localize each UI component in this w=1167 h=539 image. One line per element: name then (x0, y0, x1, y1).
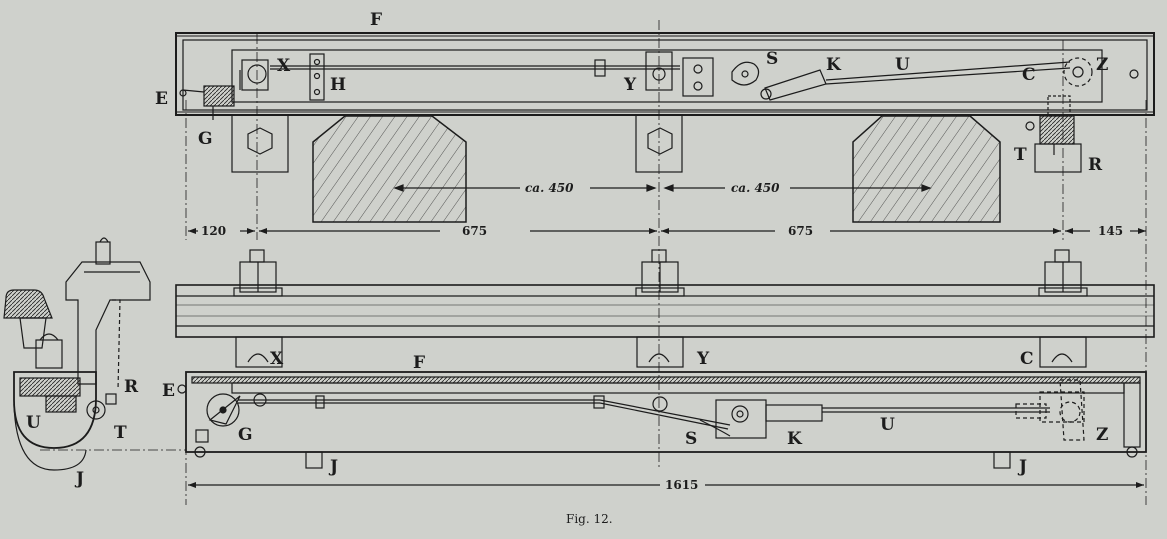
section-clip (35, 339, 63, 369)
dim-row (188, 228, 1146, 234)
plan-pivot-x-block (241, 59, 269, 91)
foot-j-right (993, 451, 1011, 469)
label-g-top: G (198, 129, 213, 149)
label-h-top: H (330, 75, 346, 95)
plan-lug-right (1034, 143, 1082, 173)
label-u-top: U (895, 55, 910, 75)
clamp-c (1039, 336, 1087, 368)
label-z-side: Z (1096, 425, 1108, 445)
screw-e (177, 384, 187, 394)
section-rail-head (3, 289, 53, 319)
dim-675-right: 675 (788, 224, 813, 238)
label-s-top: S (766, 49, 778, 69)
plan-terminal-h (309, 53, 325, 101)
label-s-side: S (685, 429, 697, 449)
spring-s (731, 405, 749, 423)
label-c-side: C (1020, 349, 1034, 369)
label-x-top: X (277, 56, 291, 76)
plan-box-inner (182, 39, 1148, 111)
label-k-top: K (826, 55, 842, 75)
label-j-section: J (74, 469, 84, 489)
label-k-side: K (787, 429, 803, 449)
label-e-top: E (155, 89, 168, 109)
clamp-y (636, 336, 684, 368)
label-c-top: C (1022, 65, 1036, 85)
plan-end-bolt (1129, 69, 1139, 79)
contact-box (185, 371, 1147, 453)
section-pin-t (86, 400, 106, 420)
label-f-top: F (370, 10, 382, 30)
plan-lug-left (231, 114, 289, 173)
dim-1615: 1615 (665, 478, 698, 492)
label-r-top: R (1088, 155, 1103, 175)
plan-crank-z (1063, 57, 1093, 87)
cross-section (3, 237, 151, 471)
labels-layer: F X H E G Y S K U C Z T R 120 675 675 14… (26, 10, 1123, 526)
section-chair (65, 261, 151, 385)
label-g-side: G (238, 425, 253, 445)
label-j-side-right: J (1017, 457, 1027, 477)
label-u-side: U (880, 415, 895, 435)
cylinder-k (765, 404, 823, 422)
plan-lever-block (682, 57, 714, 97)
label-y-side: Y (696, 349, 710, 369)
box-lid (191, 376, 1141, 384)
label-u-section: U (26, 413, 41, 433)
elevation-view (175, 249, 1155, 488)
plan-view (175, 32, 1155, 223)
label-r-section: R (124, 377, 139, 397)
label-t-top: T (1014, 145, 1027, 165)
dim-ca-450-right: ca. 450 (731, 181, 780, 195)
label-j-side-left: J (328, 457, 338, 477)
section-box-u (13, 371, 97, 449)
label-y-top: Y (623, 75, 637, 95)
crank-z (1015, 379, 1085, 441)
sleeper-right (852, 115, 1001, 223)
foot-j-left (305, 451, 323, 469)
sleeper-left (312, 115, 467, 223)
dim-ca-450-left: ca. 450 (525, 181, 574, 195)
label-t-section: T (114, 423, 127, 443)
plan-bracket-g (203, 85, 235, 107)
plan-screw-e (179, 89, 187, 97)
clamp-x (235, 336, 283, 368)
dim-675-left: 675 (462, 224, 487, 238)
label-f-side: F (413, 353, 425, 373)
label-e-side: E (162, 381, 175, 401)
label-x-side: X (270, 349, 284, 369)
dim-145: 145 (1098, 224, 1123, 238)
plan-clamp-t (1039, 115, 1075, 145)
label-z-top: Z (1096, 55, 1108, 75)
plan-cover-plate (231, 49, 1103, 103)
dim-120: 120 (201, 224, 226, 238)
mechanism-g (206, 393, 240, 427)
section-bolt (95, 241, 111, 265)
figure-caption: Fig. 12. (566, 512, 613, 526)
plan-spring-s (731, 61, 760, 86)
plan-rod-clip (594, 59, 606, 77)
